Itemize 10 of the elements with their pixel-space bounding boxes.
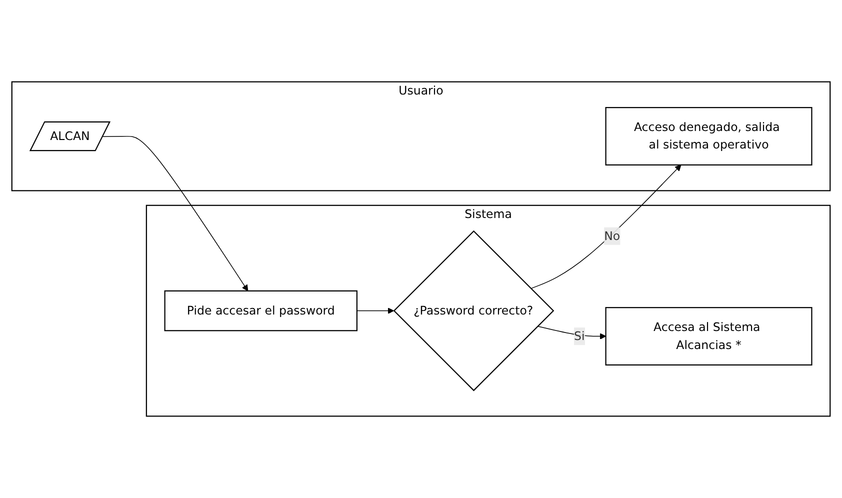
node-box: Acceso denegado, salida al sistema operativo	[605, 107, 812, 166]
node-diamond: ¿Password correcto?	[393, 230, 554, 392]
arrow	[537, 326, 606, 340]
edge-label: No	[604, 228, 620, 243]
arrow	[530, 164, 682, 289]
node-box: Pide accesar el password	[164, 290, 358, 332]
arrow	[356, 308, 394, 314]
edge-label: Si	[574, 328, 585, 343]
node-box: Accesa al Sistema Alcancias *	[605, 307, 812, 366]
arrow	[102, 136, 248, 292]
